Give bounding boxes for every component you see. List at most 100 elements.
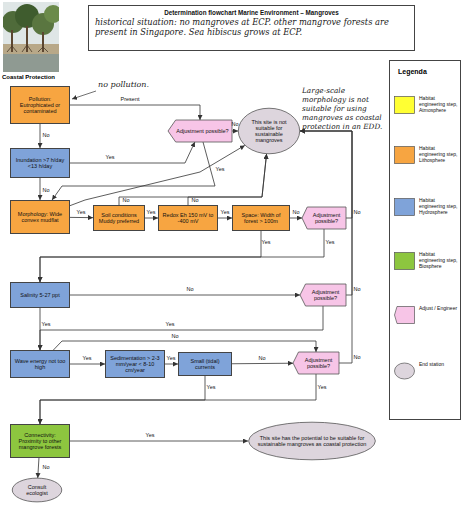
node-text: Redox Eh 150 mV to -400 mV [161,212,215,224]
end-oval [238,108,299,154]
flow-connector [119,154,267,205]
end-station: Consult ecologist [12,478,62,502]
flow-connector [40,306,323,350]
flow-connector [300,131,352,218]
flow-connector [40,231,261,282]
legend-swatch [394,306,415,324]
legend-text: Habitat engineering step, Atmosphere [419,96,459,113]
flow-connector [145,218,158,219]
node-text: Adjustment possible? [309,212,344,224]
node-text: Salinity 5-27 ppt [20,292,59,298]
flow-connector [70,142,195,163]
legend-text: Adjust / Engineer [419,306,459,312]
process-box: Connectivity: Proximity to other mangrov… [10,424,70,458]
legend-text: Habitat engineering step, Lithosphere [419,146,459,163]
edge-label: No [353,287,360,293]
edge-label: No [231,122,238,128]
adjust-shape [168,120,232,142]
process-box: Space: Width of forest > 100m [232,205,290,231]
legend-text: Habitat engineering step, Biosphere [419,252,459,269]
flow-connector [290,218,302,219]
node-text: Consult ecologist [21,484,53,496]
edge-label: Present [121,97,140,103]
flow-connector [70,295,300,296]
flow-connector [70,105,200,120]
legend-swatch-shape [395,363,415,379]
legend-entry: Habitat engineering step, Hydrosphere [394,198,460,238]
node-text: Soil conditions Muddy preferred [96,212,142,224]
end-station: This site has the potential to be suitab… [248,422,376,460]
handwritten-note: Large-scale morphology is not suitable f… [302,86,386,131]
edge-label: No [191,198,198,204]
node-text: Adjustment possible? [300,357,337,369]
node-text: Wave energy not too high [13,358,67,370]
flow-connector [40,124,41,148]
process-box: Morphology: Wide convex mudflat [10,200,70,234]
legend-swatch [394,96,415,114]
adjust-shape [293,352,339,374]
node-text: Pollution: Eutrophicated or contaminated [13,96,67,114]
edge-label: Yes [318,385,327,391]
process-box: Pollution: Eutrophicated or contaminated [10,86,70,124]
node-text: Sedimentation > 2-3 mm/year < 8-10 cm/ye… [108,355,162,373]
edge-label: No [42,465,49,471]
node-text: Small (tidal) currents [181,358,229,370]
node-text: Adjustment possible? [176,128,228,134]
legend-entry: Habitat engineering step, Biosphere [394,252,460,292]
photo-trunk [42,32,44,52]
flow-connector [38,458,39,478]
edge-label: No [353,210,360,216]
legend-swatch-shape [395,253,415,270]
edge-label: No [122,198,129,204]
title-box: Determination flowchart Marine Environme… [88,5,415,51]
edge-label: Yes [221,210,230,216]
process-box: Wave energy not too high [10,350,70,378]
edge-label: Yes [207,385,216,391]
photo-trunk [26,26,28,52]
node-text: This site is not suitable for sustainabl… [247,119,291,144]
legend-swatch-shape [395,307,415,324]
edge-label: Yes [326,240,335,246]
flow-connector [40,178,41,200]
edge-label: No [42,133,49,139]
process-box: Small (tidal) currents [178,352,232,376]
node-text: Inundation >7 h/day <13 h/day [13,157,67,169]
legend-title: Legenda [398,68,453,75]
legend-swatch-shape [395,199,415,216]
edge-label: No [258,356,265,362]
photo-water [3,54,59,72]
flow-connector [300,131,352,295]
edge-label: No [353,355,360,361]
legend-text: End station [419,362,459,368]
adjust-box: Adjustment possible? [293,352,339,374]
process-box: Sedimentation > 2-3 mm/year < 8-10 cm/ye… [105,350,165,378]
edge-label: No [171,334,178,340]
edge-label: Yes [77,210,86,216]
handwritten-note: no pollution. [98,80,168,89]
adjust-shape [300,284,346,306]
node-text: Space: Width of forest > 100m [235,212,287,224]
flow-connector [188,154,267,205]
flow-connector [232,363,293,365]
node-text: Morphology: Wide convex mudflat [13,211,67,223]
end-oval [12,478,62,502]
mangrove-photo [3,2,59,72]
flow-connector [165,364,178,365]
caption-label: Coastal Protection [2,74,74,80]
edge-label: No [186,287,193,293]
node-text: Connectivity: Proximity to other mangrov… [13,432,67,450]
note-leader [72,91,96,99]
edge-label: Yes [106,155,115,161]
adjust-shape [302,207,346,229]
edge-label: Yes [167,356,176,362]
edge-label: Yes [216,167,225,173]
legend-entry: Habitat engineering step, Atmosphere [394,96,460,136]
flow-connector [70,217,93,218]
adjust-box: Adjustment possible? [302,207,346,229]
node-text: historical situation: no mangroves at EC… [95,18,408,37]
legend-swatch [394,198,415,216]
end-oval [249,422,376,460]
edge-label: Yes [262,240,271,246]
flow-connector [300,131,352,363]
